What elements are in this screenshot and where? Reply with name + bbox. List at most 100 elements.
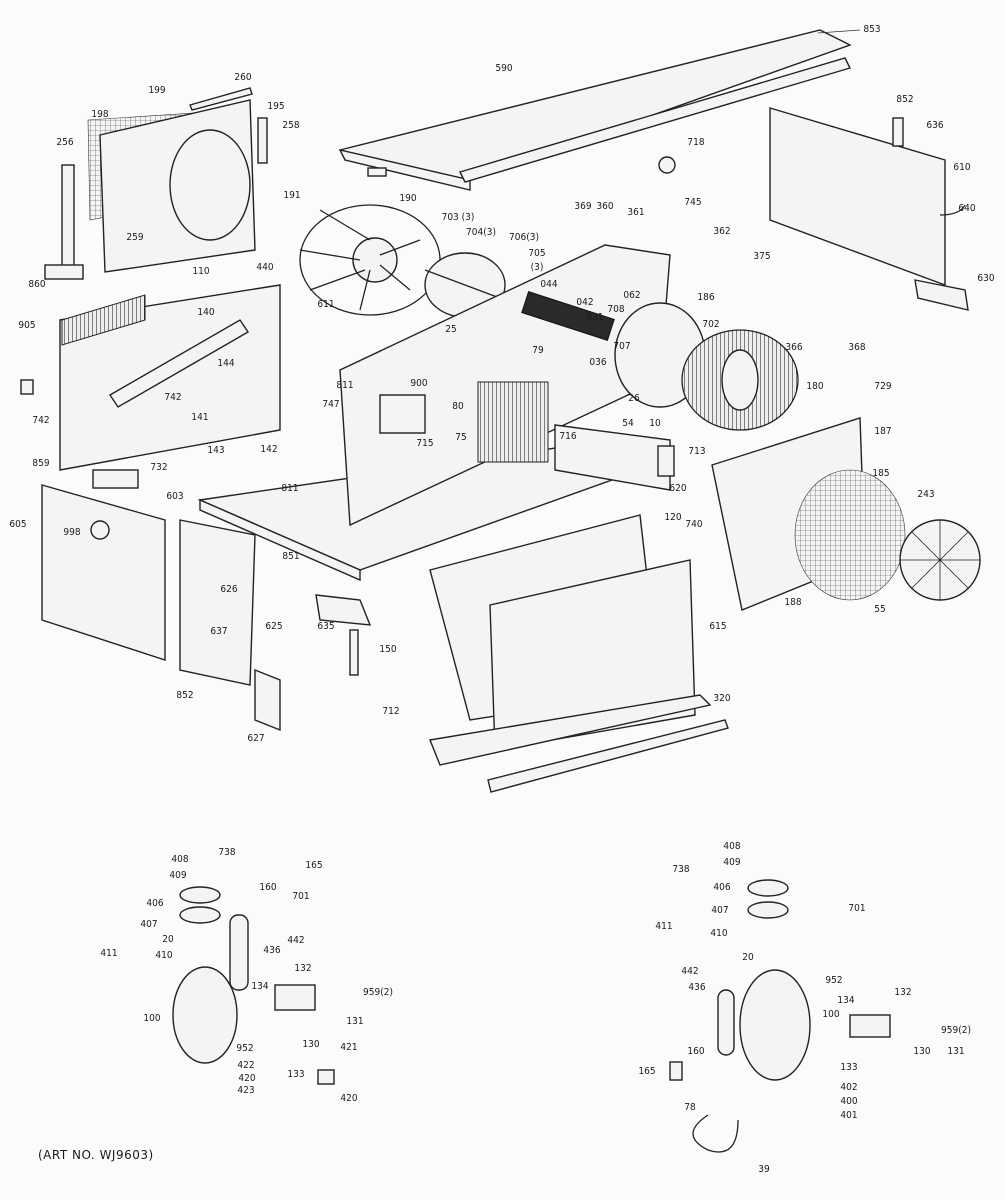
part-callout-label: 199: [148, 85, 166, 96]
part-callout-label: 900: [410, 378, 428, 389]
part-callout-label: 406: [146, 898, 164, 909]
part-callout-label: 742: [32, 415, 50, 426]
part-callout-label: 626: [220, 584, 238, 595]
part-callout-label: 185: [872, 468, 890, 479]
part-callout-label: 132: [294, 963, 312, 974]
part-callout-label: 702: [702, 319, 720, 330]
part-callout-label: 635: [317, 621, 335, 632]
part-callout-label: 952: [236, 1043, 254, 1054]
part-callout-label: 256: [56, 137, 74, 148]
part-callout-label: 80: [452, 401, 464, 412]
part-callout-label: 190: [399, 193, 417, 204]
part-callout-label: 100: [143, 1013, 161, 1024]
part-callout-label: 75: [455, 432, 467, 443]
part-callout-label: 120: [664, 512, 682, 523]
part-callout-label: 620: [669, 483, 687, 494]
part-callout-label: 436: [688, 982, 706, 993]
part-callout-label: 615: [709, 621, 727, 632]
condenser-coil-120: [429, 514, 729, 793]
part-callout-label: 421: [340, 1042, 358, 1053]
part-callout-label: 258: [282, 120, 300, 131]
part-callout-label: 188: [784, 597, 802, 608]
part-callout-label: 198: [91, 109, 109, 120]
compressor-assembly-left: [172, 886, 335, 1085]
part-callout-label: 852: [176, 690, 194, 701]
part-callout-label: 407: [140, 919, 158, 930]
part-callout-label: 143: [207, 445, 225, 456]
part-callout-label: (3): [530, 262, 544, 273]
top-cover-590: [338, 29, 861, 191]
part-callout-label: 423: [237, 1085, 255, 1096]
part-callout-label: 715: [416, 438, 434, 449]
part-callout-label: 26: [628, 393, 640, 404]
control-box-10: [554, 424, 675, 491]
part-callout-label: 366: [785, 342, 803, 353]
right-panel-610: [658, 107, 969, 311]
part-callout-label: 637: [210, 626, 228, 637]
part-callout-label: 133: [287, 1069, 305, 1080]
part-callout-label: 25: [445, 324, 457, 335]
front-shroud-195: [61, 87, 268, 276]
part-callout-label: 243: [917, 489, 935, 500]
part-callout-label: 610: [953, 162, 971, 173]
part-callout-label: 952: [825, 975, 843, 986]
part-callout-label: 375: [753, 251, 771, 262]
part-callout-label: 747: [322, 399, 340, 410]
part-callout-label: 160: [687, 1046, 705, 1057]
part-callout-label: 738: [218, 847, 236, 858]
part-callout-label: 036: [589, 357, 607, 368]
part-callout-label: 408: [723, 841, 741, 852]
part-callout-label: 142: [260, 444, 278, 455]
part-callout-label: 320: [713, 693, 731, 704]
part-callout-label: 603: [166, 491, 184, 502]
part-callout-label: 134: [251, 981, 269, 992]
part-callout-label: 186: [697, 292, 715, 303]
part-callout-label: 708: [607, 304, 625, 315]
part-callout-label: 704(3): [466, 227, 496, 238]
part-callout-label: 401: [840, 1110, 858, 1121]
fan-blade-190: [299, 204, 441, 316]
side-panel-605: [41, 484, 372, 732]
part-callout-label: 998: [63, 527, 81, 538]
part-callout-label: 729: [874, 381, 892, 392]
part-callout-label: 79: [532, 345, 544, 356]
part-callout-label: 703 (3): [441, 212, 475, 223]
part-callout-label: 707: [613, 341, 631, 352]
part-callout-label: 718: [687, 137, 705, 148]
part-callout-label: 605: [9, 519, 27, 530]
part-callout-label: 811: [281, 483, 299, 494]
part-callout-label: 851: [282, 551, 300, 562]
part-callout-label: 360: [596, 201, 614, 212]
part-callout-label: 440: [256, 262, 274, 273]
part-callout-label: 39: [758, 1164, 770, 1175]
part-callout-label: 55: [874, 604, 886, 615]
part-callout-label: 408: [171, 854, 189, 865]
part-callout-label: 706(3): [509, 232, 539, 243]
part-callout-label: 131: [947, 1046, 965, 1057]
part-callout-label: 20: [162, 934, 174, 945]
part-callout-label: 031: [586, 312, 604, 323]
part-callout-label: 042: [576, 297, 594, 308]
part-callout-label: 165: [305, 860, 323, 871]
part-callout-label: 409: [169, 870, 187, 881]
part-callout-label: 400: [840, 1096, 858, 1107]
part-callout-label: 436: [263, 945, 281, 956]
part-callout-label: 959(2): [363, 987, 393, 998]
part-callout-label: 131: [346, 1016, 364, 1027]
part-callout-label: 410: [710, 928, 728, 939]
part-callout-label: 590: [495, 63, 513, 74]
part-callout-label: 625: [265, 621, 283, 632]
part-callout-label: 860: [28, 279, 46, 290]
part-callout-label: 407: [711, 905, 729, 916]
part-callout-label: 133: [840, 1062, 858, 1073]
part-callout-label: 406: [713, 882, 731, 893]
art-number-caption: (ART NO. WJ9603): [38, 1148, 154, 1162]
part-callout-label: 859: [32, 458, 50, 469]
heater-75: [477, 381, 549, 463]
part-callout-label: 745: [684, 197, 702, 208]
part-callout-label: 10: [649, 418, 661, 429]
part-callout-label: 410: [155, 950, 173, 961]
part-callout-label: 130: [913, 1046, 931, 1057]
